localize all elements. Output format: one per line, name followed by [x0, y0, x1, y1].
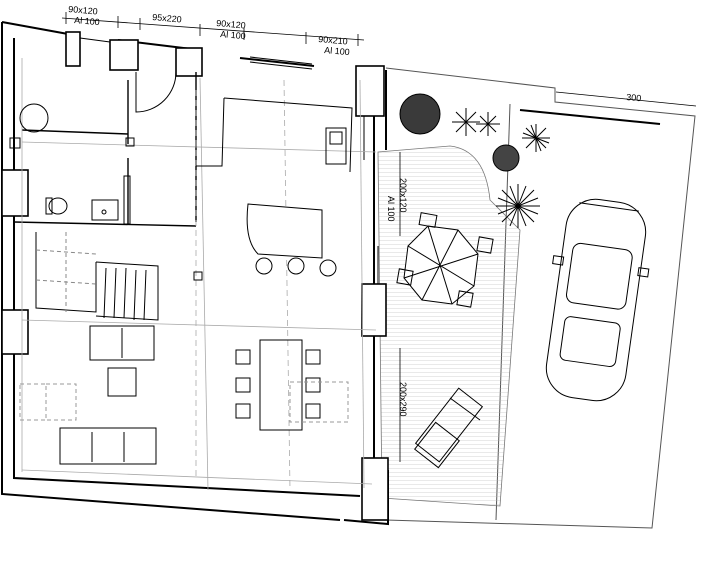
bar-stool: [255, 257, 273, 275]
opening-sill-5: Al 100: [386, 196, 396, 222]
opening-size-4: 90x210: [318, 34, 348, 47]
toilet-fixture: [48, 197, 68, 215]
opening-size-5: 200x120: [398, 178, 408, 213]
dining-set: [235, 339, 349, 431]
washbasin-fixture: [91, 199, 119, 221]
dining-table: [259, 339, 303, 431]
living-furniture: [19, 325, 157, 465]
wall-jambs: [1, 31, 389, 521]
sink-fixture: [325, 127, 347, 165]
terrace-deck: [377, 145, 521, 507]
plants: [399, 93, 550, 228]
parking-edge: [519, 109, 661, 125]
opening-sill-3: Al 100: [220, 29, 246, 41]
tree-icon: [492, 144, 520, 172]
opening-sill-1: Al 100: [74, 15, 100, 27]
sofa: [59, 427, 157, 465]
reference-lines: [21, 58, 377, 491]
parking-dimension: 300: [626, 92, 642, 103]
palm-icon: [522, 124, 550, 152]
staircase: [35, 232, 159, 321]
tree-icon: [399, 93, 441, 135]
bathroom-fixtures: [9, 103, 135, 225]
opening-size-2: 95x220: [152, 12, 182, 25]
kitchen: [193, 97, 353, 281]
palm-icon: [452, 108, 480, 136]
window-panes: [79, 37, 379, 284]
opening-sill-4: Al 100: [324, 45, 350, 57]
car-icon: [545, 198, 650, 402]
bar-stool: [287, 257, 305, 275]
garden-table: [396, 212, 494, 308]
opening-size-1: 90x120: [68, 4, 98, 17]
dimension-lines: [61, 12, 697, 462]
opening-labels: 90x120 Al 100 95x220 90x120 Al 100 90x21…: [68, 4, 642, 417]
opening-size-3: 90x120: [216, 18, 246, 31]
opening-size-6: 200x290: [398, 382, 408, 417]
entry-door: [135, 71, 177, 113]
coffee-table: [107, 367, 137, 397]
sofa: [89, 325, 155, 361]
bar-stool: [319, 259, 337, 277]
palm-icon: [496, 184, 540, 228]
sun-lounger: [414, 387, 484, 469]
palm-icon: [476, 112, 500, 136]
